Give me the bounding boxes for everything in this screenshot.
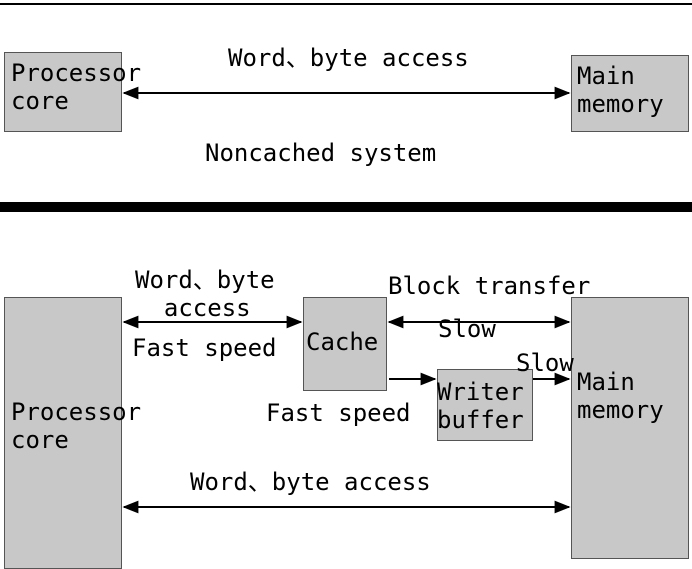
slow-label-2: Slow [516,349,574,377]
cpu-cache-access-label: Word、byte access [135,266,275,322]
cache-label: Cache [306,328,379,356]
section-divider [0,202,692,212]
fast-speed-label-1: Fast speed [132,334,277,362]
fast-speed-label-2: Fast speed [266,399,411,427]
top-rule [0,3,692,5]
top-main-memory-label: Main memory [577,62,664,118]
write-buffer-box: Writer buffer [437,369,533,441]
direct-access-label: Word、byte access [190,468,431,496]
top-processor-core-box: Processor core [4,52,141,132]
bottom-main-memory-label: Main memory [577,368,664,424]
block-transfer-label: Block transfer [388,272,591,300]
top-processor-core-label: Processor core [11,59,142,115]
bottom-processor-core-box: Processor core [4,297,141,569]
write-buffer-label: Writer buffer [437,378,524,434]
cache-box: Cache [303,297,387,391]
bottom-processor-core-label: Processor core [11,398,142,454]
noncached-caption: Noncached system [205,139,437,167]
top-main-memory-box: Main memory [571,55,689,132]
bottom-main-memory-box: Main memory [571,297,689,559]
top-access-label: Word、byte access [228,44,469,72]
